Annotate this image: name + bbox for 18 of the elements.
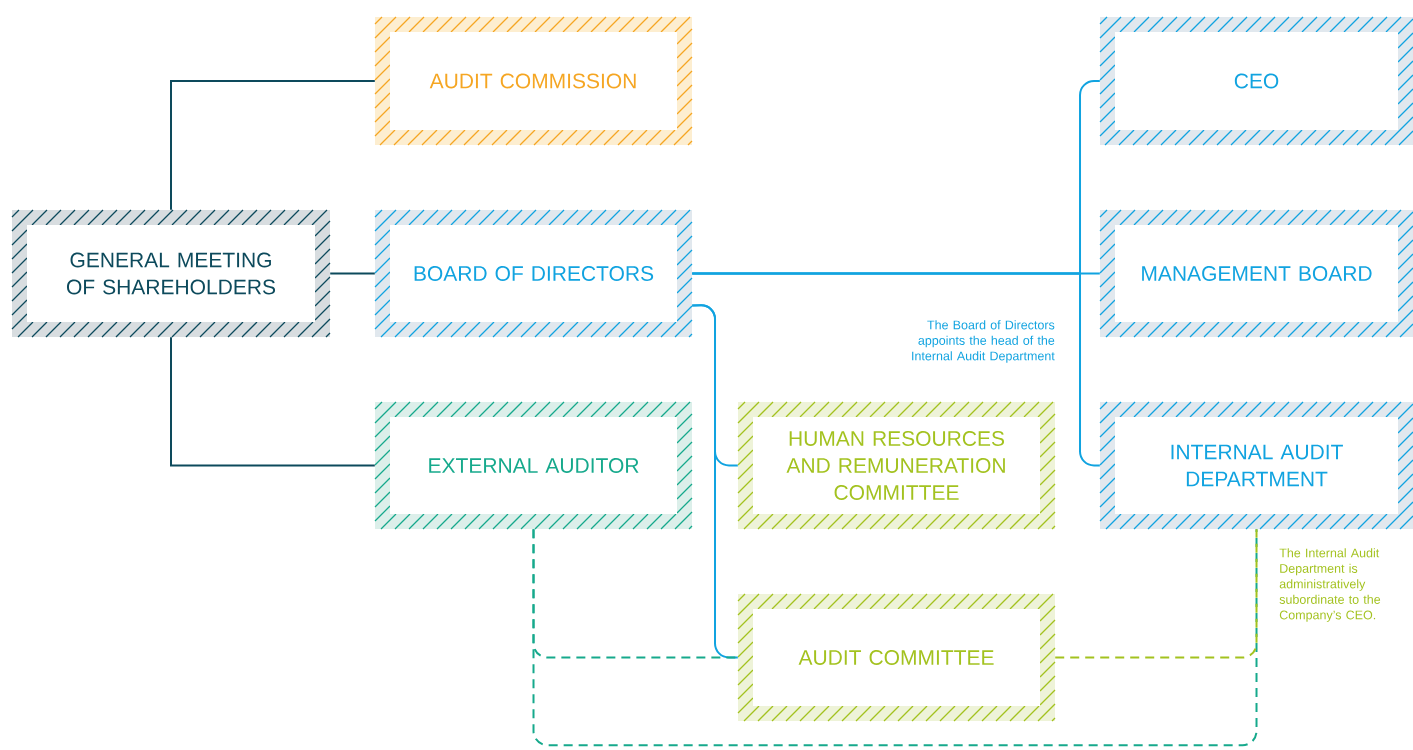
hatched-box: EXTERNAL AUDITOR [374,401,693,530]
connector-line [1054,528,1258,659]
connector-line [170,80,376,211]
note-text: The Board of Directors appoints the head of the Internal Audit Department [912,320,1055,363]
note-text: The Internal Audit Department is administratively subordinate to the Company’s CEO. [1279,548,1381,622]
hatched-box: HUMAN RESOURCES AND REMUNERATION COMMITTEE [737,401,1056,530]
hatched-box: BOARD OF DIRECTORS [374,209,693,338]
connector-line [691,272,1101,467]
hatched-box: AUDIT COMMISSION [374,16,693,146]
connector-line [329,272,376,275]
hatched-box: AUDIT COMMITTEE [737,593,1056,722]
hatched-box: INTERNAL AUDIT DEPARTMENT [1099,401,1413,530]
connector-line [532,528,1258,747]
hatched-box: CEO [1099,16,1413,146]
hatched-box: MANAGEMENT BOARD [1099,209,1413,338]
connector-line [170,336,376,467]
hatched-box: GENERAL MEETING OF SHAREHOLDERS [11,209,331,338]
connector-line [691,304,739,659]
